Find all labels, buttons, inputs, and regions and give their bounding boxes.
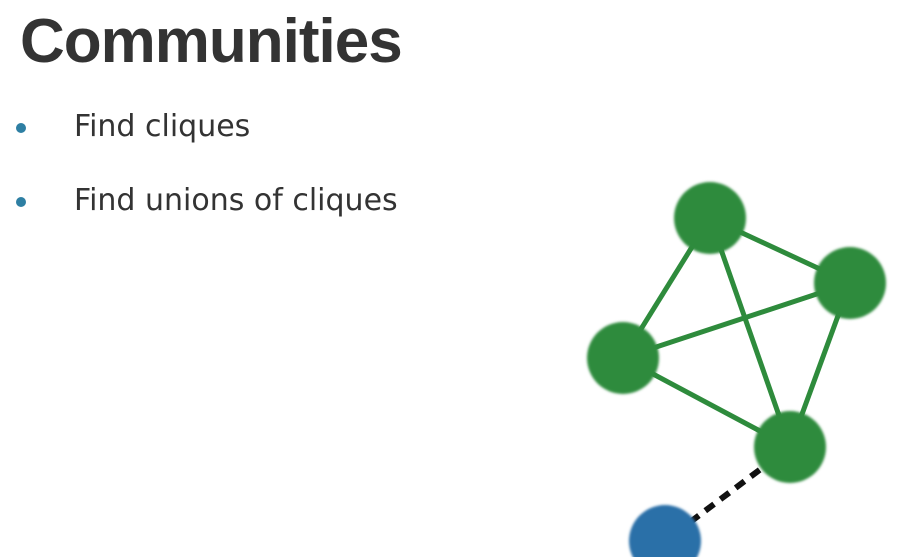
bullet-dot-icon: [16, 123, 26, 133]
edges-layer: [620, 215, 853, 544]
nodes-layer: [587, 182, 886, 557]
node-n1: [674, 182, 746, 254]
bullet-text: Find unions of cliques: [74, 183, 398, 218]
node-n3: [587, 322, 659, 394]
node-n2: [814, 247, 886, 319]
slide-title: Communities: [20, 7, 403, 76]
node-n5: [629, 505, 701, 557]
bullet-dot-icon: [16, 197, 26, 207]
node-n4: [754, 411, 826, 483]
edge-n1-n4: [707, 217, 793, 448]
edge-n2-n3: [622, 280, 851, 361]
bullet-text: Find cliques: [74, 109, 251, 144]
